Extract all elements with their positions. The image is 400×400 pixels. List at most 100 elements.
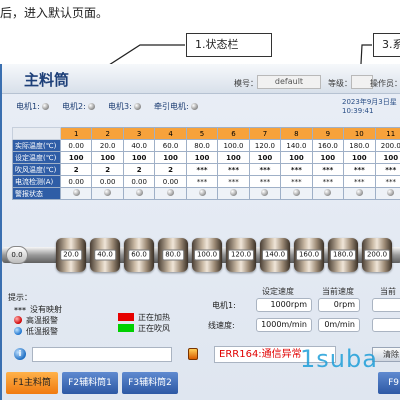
operator-label: 操作员： [370, 79, 400, 88]
motor-1-set-speed-input[interactable]: 1000rpm [256, 298, 312, 312]
callout-system: 3.系 [373, 33, 400, 57]
table-cell: 40.0 [122, 139, 156, 152]
zone-header: 9 [311, 127, 345, 140]
motor-1-speed-label: 电机1: [212, 301, 236, 310]
tab-aux-barrel-1[interactable]: F2辅料筒1 [62, 372, 118, 394]
heater-band: 100.0 [192, 238, 222, 272]
zone-header: 7 [248, 127, 282, 140]
table-cell[interactable]: *** [185, 163, 219, 176]
motor-1-current-value [372, 298, 400, 312]
table-cell: *** [374, 175, 400, 188]
line-speed-current: 0m/min [318, 318, 360, 332]
table-cell[interactable]: 100 [185, 151, 219, 164]
alarm-lamp-cell [343, 187, 376, 200]
alarm-lamp-icon [387, 189, 395, 196]
line-speed-set-input[interactable]: 1000m/min [256, 318, 312, 332]
asterisk-icon: *** [14, 306, 26, 315]
heater-temp: 120.0 [227, 249, 255, 261]
row-label: 设定温度(℃) [12, 151, 61, 164]
table-cell[interactable]: *** [217, 163, 250, 176]
table-cell[interactable]: 100 [343, 151, 376, 164]
alarm-lamp-cell [217, 187, 250, 200]
table-cell[interactable]: 2 [154, 163, 187, 176]
table-cell[interactable]: 100 [217, 151, 250, 164]
model-label: 模号： [234, 79, 258, 88]
table-cell[interactable]: 100 [59, 151, 93, 164]
heater-temp: 80.0 [162, 249, 184, 261]
nozzle-temp: 0.0 [11, 251, 23, 259]
table-cell[interactable]: 100 [280, 151, 313, 164]
alarm-lamp-icon [292, 189, 300, 196]
table-cell: 20.0 [91, 139, 124, 152]
table-cell[interactable]: 100 [311, 151, 345, 164]
table-cell[interactable]: *** [343, 163, 376, 176]
table-cell[interactable]: 2 [122, 163, 156, 176]
table-cell: *** [311, 175, 345, 188]
clear-alarm-button[interactable]: 清除 [372, 347, 400, 362]
hmi-screen: 主料筒 模号： default 等级： 操作员： 电机1: 电机2: 电机3: … [0, 64, 400, 400]
set-speed-header: 设定速度 [262, 287, 294, 296]
table-cell: 160.0 [311, 139, 345, 152]
model-field[interactable]: default [257, 75, 321, 89]
motor-status-bar: 电机1: 电机2: 电机3: 牵引电机: [2, 98, 400, 116]
table-cell[interactable]: *** [374, 163, 400, 176]
table-cell: 0.00 [154, 175, 187, 188]
table-cell[interactable]: *** [311, 163, 345, 176]
table-cell: 180.0 [343, 139, 376, 152]
table-cell[interactable]: 100 [248, 151, 282, 164]
table-cell: 120.0 [248, 139, 282, 152]
level-field[interactable] [351, 75, 373, 89]
motor-3-status: 电机3: [108, 101, 141, 112]
tab-aux-barrel-2[interactable]: F3辅料筒2 [122, 372, 178, 394]
zone-header: 6 [217, 127, 250, 140]
zone-header: 4 [154, 127, 187, 140]
alarm-lamp-cell [311, 187, 345, 200]
alarm-lamp-icon [229, 189, 237, 196]
alarm-lamp-cell [91, 187, 124, 200]
table-cell[interactable]: 100 [91, 151, 124, 164]
heater-band: 40.0 [90, 238, 120, 272]
table-cell[interactable]: 2 [59, 163, 93, 176]
row-label: 吹风温度(℃) [12, 163, 61, 176]
table-cell: *** [343, 175, 376, 188]
table-cell[interactable]: *** [248, 163, 282, 176]
motor-1-lamp-icon [41, 103, 49, 110]
zone-header-row: 1 2 3 4 5 6 7 8 9 10 11 [12, 127, 400, 140]
tab-main-barrel[interactable]: F1主料筒 [6, 372, 58, 394]
alarm-lamp-cell [374, 187, 400, 200]
info-icon[interactable]: i [14, 348, 26, 360]
alarm-lamp-icon [135, 189, 143, 196]
table-cell[interactable]: 100 [154, 151, 187, 164]
alarm-icon[interactable] [188, 348, 198, 360]
heater-band: 80.0 [158, 238, 188, 272]
date-text: 2023年9月3日星 [342, 98, 397, 106]
table-cell: 0.00 [59, 175, 93, 188]
zone-header: 8 [280, 127, 313, 140]
alarm-lamp-cell [122, 187, 156, 200]
callout-status-bar: 1.状态栏 [186, 33, 272, 57]
table-cell: *** [217, 175, 250, 188]
legend-low-temp: 低温报警 [14, 326, 58, 337]
zone-header: 10 [343, 127, 376, 140]
table-cell[interactable]: 100 [122, 151, 156, 164]
traction-motor-lamp-icon [190, 103, 198, 110]
alarm-lamp-icon [72, 189, 80, 196]
alarm-lamp-icon [104, 189, 112, 196]
table-cell[interactable]: 100 [374, 151, 400, 164]
zone-header: 2 [91, 127, 124, 140]
blue-lamp-icon [14, 327, 22, 335]
zone-header-corner [12, 127, 61, 140]
table-cell: 100.0 [217, 139, 250, 152]
error-message: ERR164:通信异常 [214, 346, 336, 363]
heater-temp: 40.0 [94, 249, 116, 261]
table-cell: *** [248, 175, 282, 188]
table-cell[interactable]: 2 [91, 163, 124, 176]
alarm-lamp-icon [261, 189, 269, 196]
table-cell[interactable]: *** [280, 163, 313, 176]
tab-f9[interactable]: F9 [378, 372, 400, 394]
alarm-lamp-cell [248, 187, 282, 200]
time-text: 10:39:41 [342, 107, 374, 115]
